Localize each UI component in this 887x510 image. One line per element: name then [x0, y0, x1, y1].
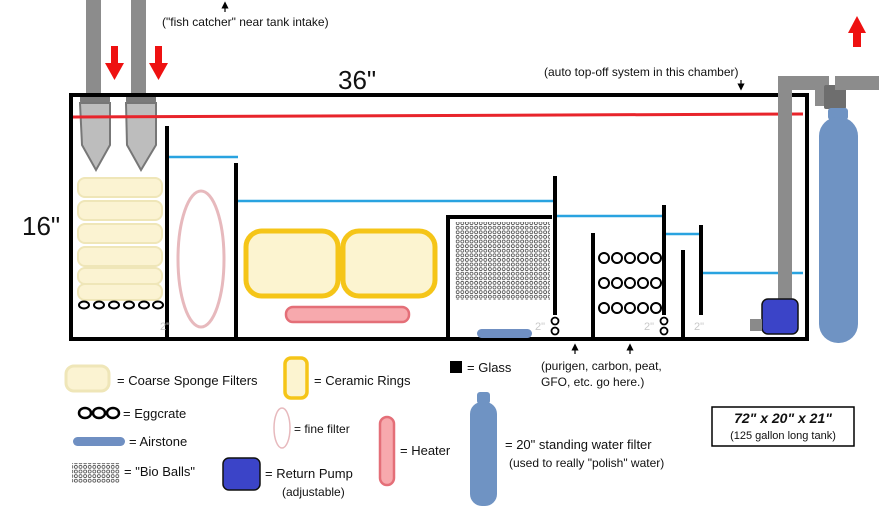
legend-bio-balls-label: = "Bio Balls": [124, 464, 195, 479]
inlet-pipes: [78, 0, 157, 173]
eggcrate-chamber-1: [78, 300, 164, 310]
inch-mark-2: 2": [535, 321, 545, 333]
tank-height-label: 16": [22, 211, 60, 241]
auto-topoff-note: (auto top-off system in this chamber): [544, 65, 739, 79]
legend-sponge-swatch: [64, 364, 111, 393]
legend-eggcrate-swatch: [77, 406, 121, 420]
media-note-line-2: GFO, etc. go here.): [541, 375, 644, 389]
tank-spec-volume: (125 gallon long tank): [730, 430, 836, 442]
glass-baffle-7: [681, 250, 685, 339]
glass-baffle-2: [234, 163, 238, 339]
return-pipe-outlet: [835, 76, 879, 90]
glass-baffle-5: [591, 233, 595, 339]
airstone-bio-chamber: [477, 329, 532, 338]
tank-outline: [69, 93, 809, 341]
eggcrate-media-rows: [598, 252, 662, 314]
tank-spec-size: 72" x 20" x 21": [734, 410, 832, 426]
legend-eggcrate-label: = Eggcrate: [123, 406, 186, 421]
inch-mark-3: 2": [644, 321, 654, 333]
tank-spec-box: 72" x 20" x 21" (125 gallon long tank): [711, 406, 855, 447]
legend-ceramic-swatch: [283, 356, 309, 400]
ceramic-rings-1: [243, 228, 341, 299]
bio-balls: [455, 222, 550, 300]
outflow-arrow: [848, 16, 866, 47]
bio-ball-tray-top: [446, 215, 552, 219]
legend-ceramic-label: = Ceramic Rings: [314, 373, 411, 388]
legend-return-pump-note: (adjustable): [282, 485, 345, 499]
eggcrate-stack-2: [659, 316, 669, 336]
legend-airstone-swatch: [73, 437, 125, 446]
legend-return-pump-swatch: [222, 457, 261, 491]
inch-mark-4: 2": [694, 321, 704, 333]
legend-glass-label: = Glass: [467, 360, 512, 375]
coarse-sponge-stack: [77, 177, 163, 301]
legend-airstone-label: = Airstone: [129, 434, 187, 449]
inlet-pipe-right: [131, 0, 146, 95]
legend-heater-label: = Heater: [400, 443, 451, 458]
glass-baffle-3: [446, 215, 450, 339]
fish-catcher-note: ("fish catcher" near tank intake): [162, 15, 329, 29]
inch-mark-1: 2": [160, 321, 170, 333]
eggcrate-stack-1: [550, 316, 560, 336]
flow-arrows: [105, 16, 866, 80]
legend-bio-balls-swatch: [72, 463, 120, 483]
standing-water-filter: [819, 108, 858, 343]
water-lines: [169, 155, 803, 275]
return-pump: [761, 298, 799, 335]
overflow-line: [72, 112, 804, 119]
glass-baffle-8: [699, 225, 703, 315]
legend-fine-filter-swatch: [273, 407, 291, 449]
return-pipe-connector: [824, 85, 846, 109]
tank-length-label: 36": [338, 65, 376, 95]
inlet-pipe-left: [86, 0, 101, 95]
legend-heater-swatch: [378, 415, 396, 487]
legend-sponge-label: = Coarse Sponge Filters: [117, 373, 258, 388]
glass-baffle-4: [553, 176, 557, 315]
legend-standing-filter-note: (used to really "polish" water): [509, 456, 664, 470]
inflow-arrow-right: [149, 46, 168, 80]
legend-standing-filter-swatch: [470, 392, 497, 506]
legend-standing-filter-label: = 20" standing water filter: [505, 437, 652, 452]
legend: = Coarse Sponge Filters = Ceramic Rings …: [64, 356, 664, 506]
pump-intake: [750, 319, 762, 331]
heater: [284, 305, 411, 324]
fish-catcher-cone-left: [78, 102, 111, 173]
legend-glass-swatch: [450, 361, 462, 373]
legend-return-pump-label: = Return Pump: [265, 466, 353, 481]
glass-baffle-6: [662, 205, 666, 315]
fine-filter: [176, 189, 226, 329]
legend-fine-filter-label: = fine filter: [294, 422, 350, 436]
glass-baffle-1: [165, 126, 169, 339]
ceramic-rings-2: [340, 228, 438, 299]
inflow-arrow-left: [105, 46, 124, 80]
media-note-line-1: (purigen, carbon, peat,: [541, 359, 662, 373]
return-pipe-vertical: [778, 85, 792, 300]
fish-catcher-cone-right: [124, 102, 157, 172]
